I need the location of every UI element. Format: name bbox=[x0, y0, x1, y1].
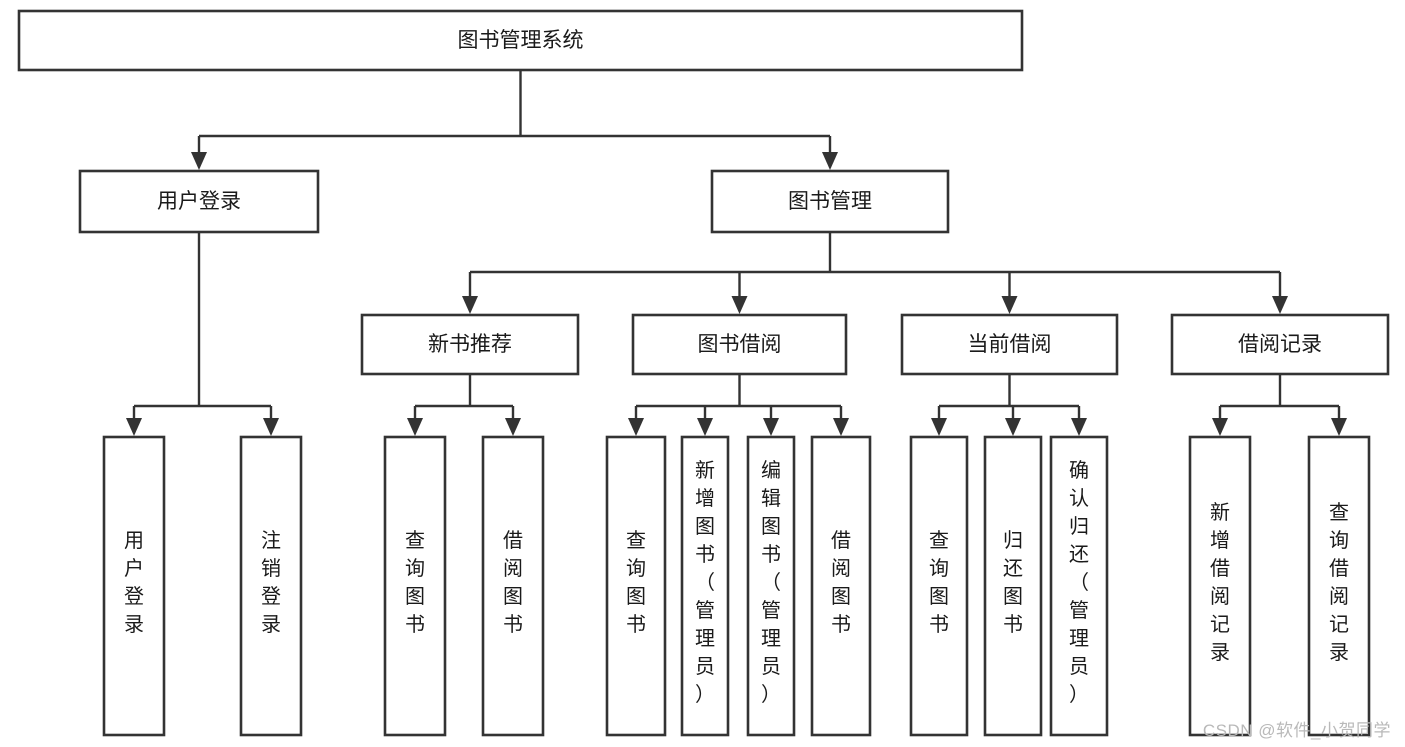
node-label: 新书推荐 bbox=[428, 333, 512, 356]
node-box[interactable] bbox=[680, 435, 730, 737]
node-label: 注销登录 bbox=[261, 529, 281, 636]
arrow-head-icon bbox=[697, 418, 713, 436]
node-n7[interactable]: 当前借阅 bbox=[900, 313, 1119, 376]
arrow-head-icon bbox=[191, 152, 207, 170]
node-label: 确认归还（管理员） bbox=[1069, 459, 1089, 706]
node-box[interactable] bbox=[383, 435, 447, 737]
node-box[interactable] bbox=[1188, 435, 1252, 737]
node-n5[interactable]: 新书推荐 bbox=[360, 313, 580, 376]
node-n19[interactable]: 查询借阅记录 bbox=[1307, 435, 1371, 737]
node-box[interactable] bbox=[1049, 435, 1109, 737]
node-box[interactable] bbox=[1170, 313, 1390, 376]
node-box[interactable] bbox=[102, 435, 166, 737]
node-box[interactable] bbox=[631, 313, 848, 376]
arrow-head-icon bbox=[1212, 418, 1228, 436]
node-box[interactable] bbox=[481, 435, 545, 737]
node-label: 图书管理 bbox=[788, 190, 872, 213]
node-box[interactable] bbox=[17, 9, 1024, 72]
node-box[interactable] bbox=[78, 169, 320, 234]
node-n15[interactable]: 查询图书 bbox=[909, 435, 969, 737]
node-n0[interactable]: 图书管理系统 bbox=[17, 9, 1024, 72]
node-label: 新增图书（管理员） bbox=[695, 459, 715, 706]
node-label: 查询图书 bbox=[929, 529, 949, 636]
node-n1[interactable]: 用户登录 bbox=[78, 169, 320, 234]
arrow-head-icon bbox=[407, 418, 423, 436]
node-layer: 图书管理系统用户登录图书管理用户登录注销登录新书推荐图书借阅当前借阅借阅记录查询… bbox=[17, 9, 1390, 737]
node-label: 归还图书 bbox=[1003, 529, 1023, 636]
arrow-head-icon bbox=[931, 418, 947, 436]
arrow-head-icon bbox=[1272, 296, 1288, 314]
arrow-head-icon bbox=[505, 418, 521, 436]
node-box[interactable] bbox=[810, 435, 872, 737]
node-n14[interactable]: 借阅图书 bbox=[810, 435, 872, 737]
arrow-head-icon bbox=[731, 296, 748, 314]
node-box[interactable] bbox=[239, 435, 303, 737]
node-label: 当前借阅 bbox=[968, 333, 1052, 356]
node-n17[interactable]: 确认归还（管理员） bbox=[1049, 435, 1109, 737]
arrow-head-icon bbox=[763, 418, 779, 436]
node-n2[interactable]: 图书管理 bbox=[710, 169, 950, 234]
arrow-head-icon bbox=[1331, 418, 1347, 436]
arrow-head-icon bbox=[1071, 418, 1087, 436]
arrow-head-icon bbox=[822, 152, 838, 170]
node-box[interactable] bbox=[360, 313, 580, 376]
arrow-head-icon bbox=[462, 296, 478, 314]
node-n3[interactable]: 用户登录 bbox=[102, 435, 166, 737]
node-n4[interactable]: 注销登录 bbox=[239, 435, 303, 737]
arrow-head-icon bbox=[833, 418, 849, 436]
node-label: 用户登录 bbox=[157, 190, 241, 213]
node-box[interactable] bbox=[605, 435, 667, 737]
arrow-head-icon bbox=[263, 418, 279, 436]
node-n8[interactable]: 借阅记录 bbox=[1170, 313, 1390, 376]
node-label: 查询图书 bbox=[405, 529, 425, 636]
watermark-text: CSDN @软件_小贺同学 bbox=[1202, 721, 1391, 740]
node-box[interactable] bbox=[710, 169, 950, 234]
node-label: 查询图书 bbox=[626, 529, 646, 636]
node-box[interactable] bbox=[746, 435, 796, 737]
node-n10[interactable]: 借阅图书 bbox=[481, 435, 545, 737]
node-box[interactable] bbox=[909, 435, 969, 737]
arrow-head-icon bbox=[126, 418, 142, 436]
node-n12[interactable]: 新增图书（管理员） bbox=[680, 435, 730, 737]
node-label: 借阅图书 bbox=[831, 529, 851, 636]
arrow-head-icon bbox=[1005, 418, 1021, 436]
node-n9[interactable]: 查询图书 bbox=[383, 435, 447, 737]
node-n6[interactable]: 图书借阅 bbox=[631, 313, 848, 376]
node-label: 图书管理系统 bbox=[458, 29, 584, 52]
node-label: 新增借阅记录 bbox=[1210, 501, 1230, 664]
node-n13[interactable]: 编辑图书（管理员） bbox=[746, 435, 796, 737]
node-box[interactable] bbox=[900, 313, 1119, 376]
node-label: 借阅记录 bbox=[1238, 333, 1322, 356]
node-n16[interactable]: 归还图书 bbox=[983, 435, 1043, 737]
arrow-head-icon bbox=[1001, 296, 1018, 314]
node-box[interactable] bbox=[983, 435, 1043, 737]
arrow-head-icon bbox=[628, 418, 644, 436]
node-box[interactable] bbox=[1307, 435, 1371, 737]
node-n11[interactable]: 查询图书 bbox=[605, 435, 667, 737]
connector-layer bbox=[126, 70, 1347, 436]
node-label: 借阅图书 bbox=[503, 529, 523, 636]
node-label: 查询借阅记录 bbox=[1329, 501, 1349, 664]
node-n18[interactable]: 新增借阅记录 bbox=[1188, 435, 1252, 737]
node-label: 用户登录 bbox=[124, 530, 144, 636]
node-label: 编辑图书（管理员） bbox=[761, 459, 781, 706]
node-label: 图书借阅 bbox=[698, 333, 782, 356]
